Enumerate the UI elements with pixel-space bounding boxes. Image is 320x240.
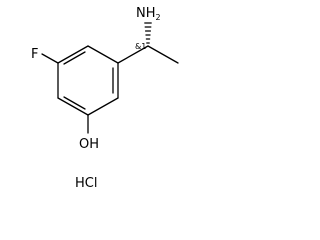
stereo-label: &1 [135,42,146,51]
fluorine-label: F [31,47,38,62]
ring-double-bond-2 [63,96,86,110]
ring-bond-3 [87,97,119,116]
ring-double-bond-3 [63,51,86,65]
hashed-wedge-bond [144,22,152,44]
amine-label: NH2 [136,6,161,22]
hydroxyl-label: OH [79,137,99,152]
ring-bond-1 [87,45,119,64]
salt-label: HCl [75,176,97,191]
bond-chiral-to-methyl [147,45,179,64]
benzene-ring [57,45,119,116]
structure-diagram: NH2 &1 F OH HCl [31,6,179,191]
bond-ring-to-fluorine [41,53,59,64]
ring-bond-4 [57,97,89,116]
bond-ring-to-chiral-carbon [117,45,149,64]
ring-bond-6 [57,45,89,64]
